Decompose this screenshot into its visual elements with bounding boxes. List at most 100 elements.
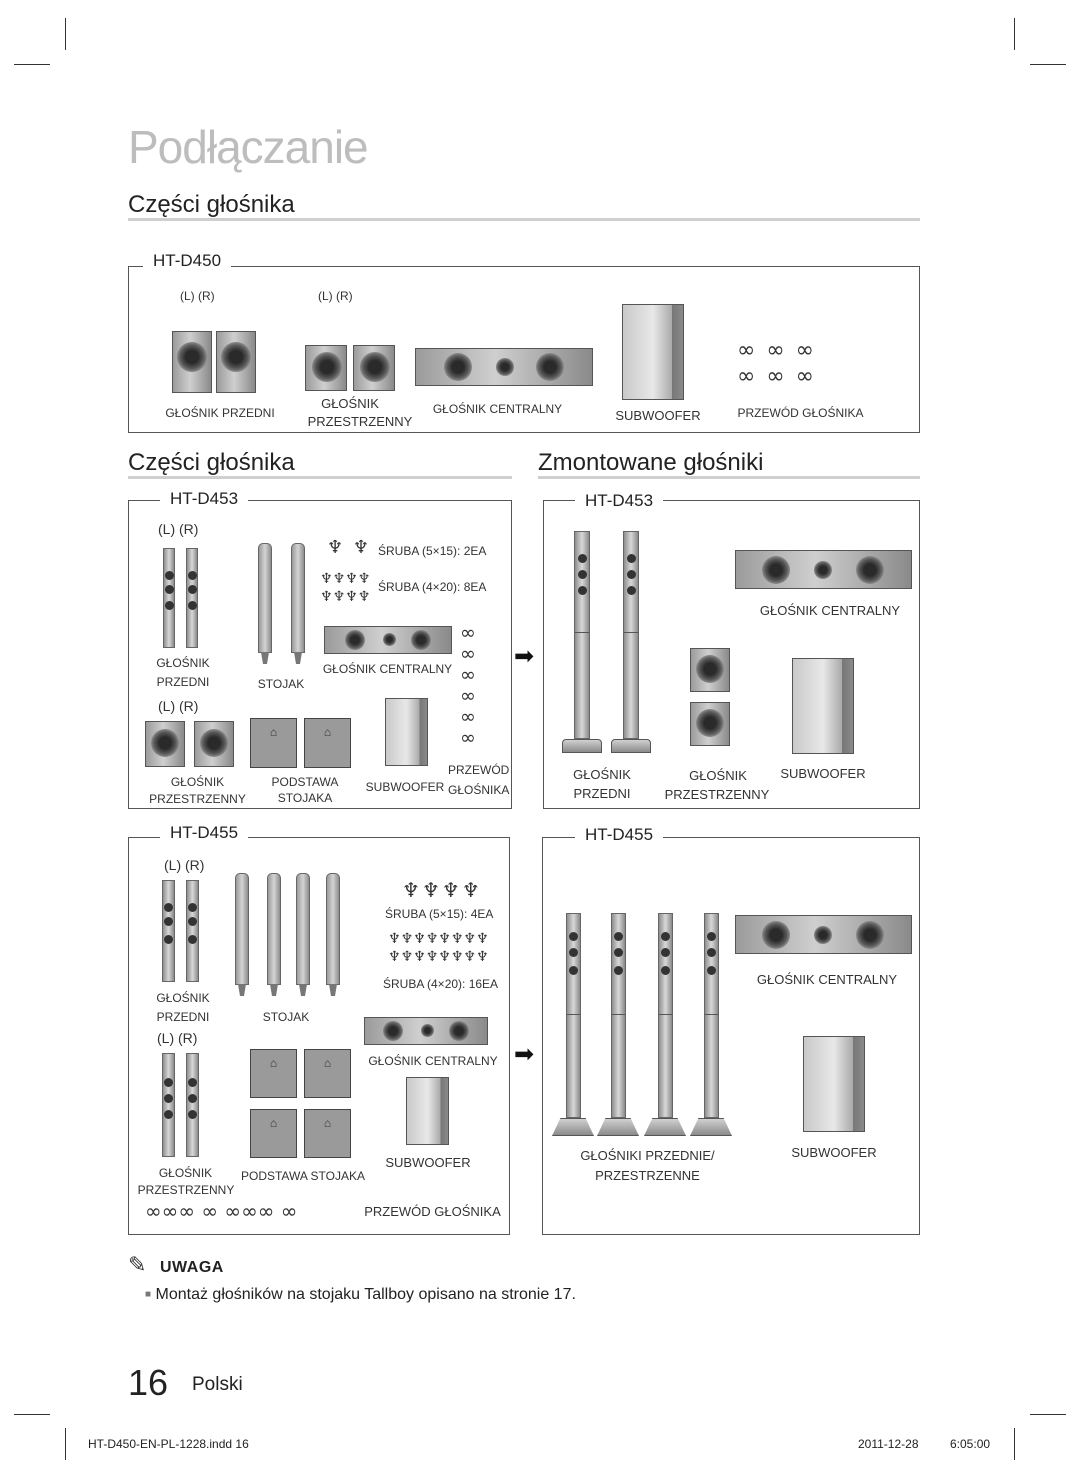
label-screw-5x15: ŚRUBA (5×15): 4EA [385, 907, 494, 921]
label-surround-2: PRZESTRZENNY [664, 787, 770, 802]
chapter-title: Podłączanie [128, 121, 369, 173]
speaker-cable-icon: ∞ [460, 622, 478, 644]
label-screw-4x20: ŚRUBA (4×20): 16EA [383, 977, 499, 991]
screw-icon: ♆ [463, 931, 476, 947]
front-lr-label: (L) (R) [158, 521, 199, 537]
note-text-body: Montaż głośników na stojaku Tallboy opis… [155, 1286, 576, 1303]
label-front-2: PRZEDNI [156, 1010, 210, 1024]
footer-date: 2011-12-28 [858, 1437, 919, 1451]
label-surround-speaker-1: GŁOŚNIK [321, 396, 379, 411]
surround-speaker-top [690, 648, 730, 692]
front-tower-right [186, 548, 198, 648]
crop-mark [14, 1414, 50, 1415]
label-cable-1: PRZEWÓD [448, 763, 510, 777]
stand-base-plate [304, 1049, 351, 1098]
arrow-icon: ➡ [514, 1040, 535, 1068]
speaker-cable-icons: ∞ ∞ ∞ ∞ ∞ ∞ [737, 338, 816, 390]
label-front-2: PRZEDNI [156, 675, 210, 689]
speaker-cable-icon: ∞ [224, 1199, 242, 1223]
speaker-cable-icon: ∞ [178, 1199, 196, 1223]
label-center-speaker: GŁOŚNIK CENTRALNY [759, 603, 901, 618]
screw-icons-4x20: ♆♆♆♆♆♆♆♆ ♆♆♆♆♆♆♆♆ [388, 930, 489, 966]
label-surround-2: PRZESTRZENNY [149, 792, 246, 806]
surround-speaker-right [353, 345, 395, 391]
screw-icon: ♆ [413, 931, 426, 947]
label-surround-speaker-2: PRZESTRZENNY [307, 414, 413, 429]
label-stand: STOJAK [257, 677, 305, 691]
speaker-cable-icon: ∞ [795, 338, 816, 363]
label-front-speaker: GŁOŚNIK PRZEDNI [165, 406, 275, 420]
subwoofer [803, 1036, 865, 1132]
label-front-surround-2: PRZESTRZENNE [595, 1168, 700, 1183]
surround-speaker-bottom [690, 702, 730, 746]
crop-mark [1014, 1428, 1015, 1460]
surround-tower-right [186, 1053, 199, 1157]
crop-mark [14, 64, 50, 65]
screw-icon: ♆ [320, 571, 333, 587]
subwoofer [385, 698, 428, 766]
screw-icon: ♆ [425, 949, 439, 965]
stand [326, 873, 340, 985]
label-speaker-cable: PRZEWÓD GŁOŚNIKA [737, 406, 864, 420]
label-center-speaker: GŁOŚNIK CENTRALNY [432, 402, 563, 416]
label-stand: STOJAK [262, 1010, 310, 1024]
section-rule [128, 218, 920, 221]
assembled-tower-3 [658, 913, 673, 1118]
speaker-cable-icon: ∞ [460, 727, 478, 749]
label-front-1: GŁOŚNIK [156, 656, 210, 670]
screw-icon: ♆ [388, 931, 401, 947]
label-center-speaker: GŁOŚNIK CENTRALNY [322, 662, 453, 676]
screw-icon: ♆ [450, 949, 464, 965]
screw-icon: ♆ [461, 878, 482, 902]
speaker-cable-icon: ∞ [737, 338, 758, 363]
surround-lr-label: (L) (R) [318, 289, 353, 303]
model-label-ht-d453-assembled: HT-D453 [575, 491, 664, 511]
stand-base-plate [250, 1109, 297, 1158]
subwoofer [622, 304, 684, 400]
stand [267, 873, 281, 985]
label-center-speaker: GŁOŚNIK CENTRALNY [756, 972, 898, 987]
surround-speaker-left [145, 721, 185, 767]
page-number: 16 [128, 1362, 169, 1403]
note-bullet: ■ [145, 1289, 152, 1300]
surround-lr-label: (L) (R) [158, 698, 199, 714]
screw-icon: ♆ [441, 878, 462, 902]
speaker-cable-icon: ∞ [460, 643, 478, 665]
stand-right [291, 543, 305, 653]
surround-speaker-right [194, 721, 234, 767]
label-base: PODSTAWA STOJAKA [240, 1169, 366, 1183]
speaker-cable-icon: ∞ [241, 1199, 258, 1223]
front-lr-label: (L) (R) [180, 289, 215, 303]
screw-icon: ♆ [450, 931, 464, 947]
label-subwoofer: SUBWOOFER [780, 766, 866, 781]
assembled-tower-1 [566, 913, 581, 1118]
speaker-cable-icon: ∞ [460, 706, 478, 728]
screw-icon: ♆ [438, 949, 451, 965]
model-label-ht-d450: HT-D450 [143, 251, 232, 271]
assembled-front-right [623, 531, 639, 739]
crop-mark [1014, 18, 1015, 50]
speaker-cable-icons: ∞∞∞ ∞ ∞∞∞ ∞ [145, 1199, 297, 1223]
screw-icon: ♆ [357, 589, 371, 605]
screw-icon: ♆ [320, 589, 333, 605]
label-front-1: GŁOŚNIK [156, 991, 210, 1005]
model-label-ht-d453: HT-D453 [160, 489, 249, 509]
screw-icon: ♆ [357, 571, 371, 587]
model-label-ht-d455: HT-D455 [160, 823, 249, 843]
surround-speaker-left [305, 345, 347, 391]
speaker-cable-icon: ∞ [460, 685, 478, 707]
label-base-2: STOJAKA [277, 791, 333, 805]
center-speaker [415, 348, 593, 386]
screw-icons-4x20: ♆♆♆♆ ♆♆♆♆ [320, 570, 370, 606]
front-speaker-right [216, 331, 256, 393]
label-surround-1: GŁOŚNIK [158, 1166, 213, 1180]
speaker-cable-icon: ∞ [257, 1199, 275, 1223]
screw-icon: ♆ [425, 931, 439, 947]
section-title-assembled: Zmontowane głośniki [538, 449, 764, 476]
center-speaker [735, 915, 912, 954]
screw-icon: ♆ [475, 931, 489, 947]
label-front-surround-1: GŁOŚNIKI PRZEDNIE/ [580, 1148, 715, 1163]
subwoofer [406, 1077, 449, 1145]
center-speaker [324, 626, 452, 654]
label-screw-5x15: ŚRUBA (5×15): 2EA [378, 544, 487, 558]
